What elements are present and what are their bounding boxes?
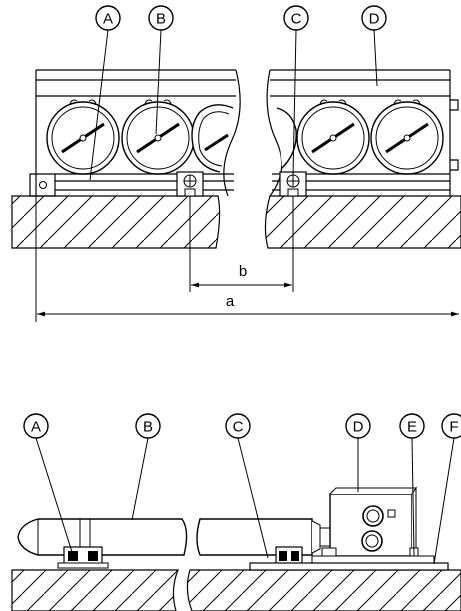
svg-text:F: F bbox=[449, 419, 458, 436]
svg-text:A: A bbox=[31, 419, 41, 436]
callout-A-top: A bbox=[95, 5, 121, 31]
side-leaders bbox=[35, 437, 455, 565]
tube-side-right bbox=[196, 518, 331, 556]
callout-D-top: D bbox=[361, 5, 387, 31]
ground-left bbox=[11, 195, 221, 249]
tube-side-left bbox=[17, 518, 188, 556]
svg-text:E: E bbox=[407, 419, 417, 436]
callout-F-side: F bbox=[441, 413, 461, 439]
svg-text:C: C bbox=[291, 11, 302, 28]
support-left bbox=[57, 546, 109, 569]
svg-text:D: D bbox=[369, 11, 380, 28]
callout-C-top: C bbox=[283, 5, 309, 31]
dimension-a: a bbox=[35, 196, 459, 322]
tube-end bbox=[296, 99, 370, 175]
top-leaders bbox=[89, 29, 378, 181]
callout-E-side: E bbox=[399, 413, 425, 439]
break-line-right bbox=[266, 69, 283, 197]
svg-text:D: D bbox=[353, 419, 364, 436]
top-view: A B C D b a bbox=[11, 5, 461, 322]
dimension-b-label: b bbox=[239, 263, 247, 280]
dimension-b: b bbox=[189, 196, 294, 292]
svg-text:A: A bbox=[103, 11, 113, 28]
tube-end bbox=[121, 99, 195, 175]
break-line-left bbox=[223, 69, 241, 197]
svg-text:B: B bbox=[156, 11, 166, 28]
svg-text:C: C bbox=[233, 419, 244, 436]
frame-hole bbox=[39, 181, 47, 189]
ground-side-left bbox=[11, 569, 179, 611]
tube-end-partial bbox=[191, 104, 234, 173]
callout-C-side: C bbox=[225, 413, 251, 439]
side-view: A B C D E F bbox=[11, 413, 461, 611]
tube-end bbox=[370, 99, 444, 175]
ground-right bbox=[264, 195, 461, 249]
mounting-bracket bbox=[176, 171, 204, 197]
callout-D-side: D bbox=[345, 413, 371, 439]
callout-B-top: B bbox=[148, 5, 174, 31]
tube-ends bbox=[46, 99, 444, 175]
callout-B-side: B bbox=[135, 413, 161, 439]
tube-end-partial bbox=[276, 107, 297, 169]
svg-text:B: B bbox=[143, 419, 153, 436]
tube-end bbox=[46, 99, 120, 175]
ground-side-right bbox=[186, 569, 461, 611]
dimension-a-label: a bbox=[226, 293, 235, 310]
callout-A-side: A bbox=[23, 413, 49, 439]
